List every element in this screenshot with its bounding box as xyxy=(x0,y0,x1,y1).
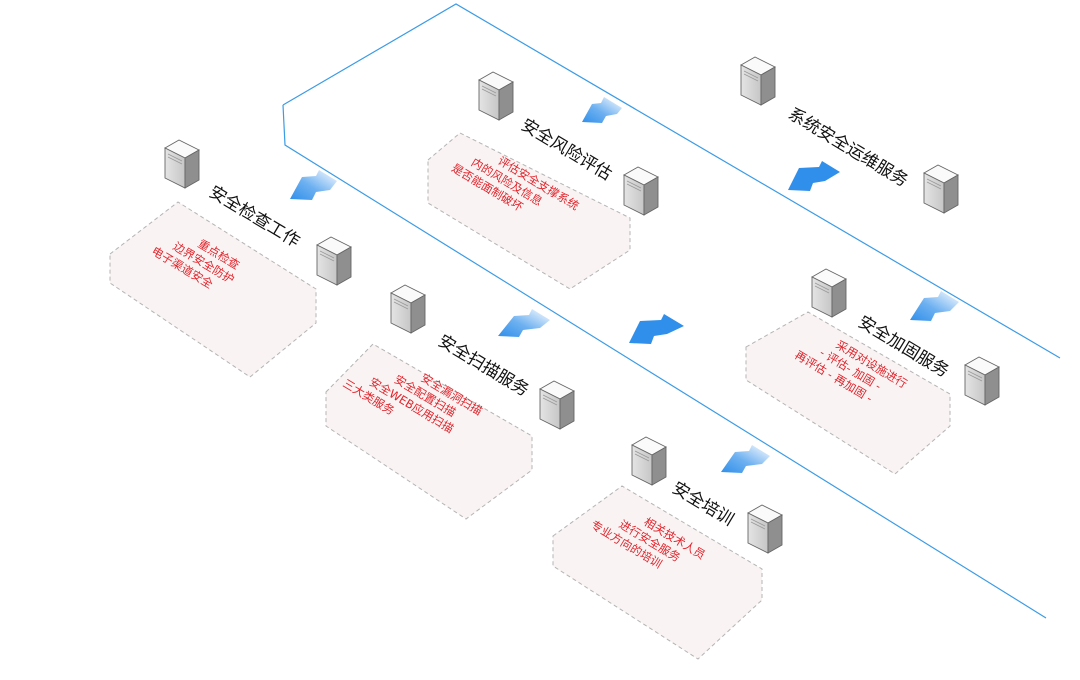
panel-training xyxy=(552,485,763,660)
panel-scan xyxy=(325,343,533,520)
arrow-icon xyxy=(910,291,959,321)
panel-check xyxy=(109,201,317,378)
arrow-icon xyxy=(629,314,684,344)
panel-risk xyxy=(427,132,631,290)
server-icon xyxy=(631,436,667,486)
arrow-icon xyxy=(582,97,622,123)
server-icon xyxy=(390,284,426,334)
panels xyxy=(109,132,951,660)
server-icon xyxy=(923,164,959,214)
arrow-icon xyxy=(498,309,550,337)
server-icon xyxy=(964,356,1000,406)
server-icon xyxy=(740,56,776,106)
server-icon xyxy=(747,504,783,554)
band-top-edge xyxy=(282,3,1061,359)
band-bottom-edge xyxy=(282,104,1047,619)
server-icon xyxy=(811,268,847,318)
arrows xyxy=(290,97,959,473)
arrow-icon xyxy=(290,170,337,200)
arrow-icon xyxy=(721,445,770,473)
titles: 系统安全运维服务 安全风险评估 安全检查工作 安全加固服务 安全扫描服务 安全培… xyxy=(205,104,952,530)
service-band xyxy=(282,3,1061,619)
server-icon xyxy=(316,236,352,286)
server-icon xyxy=(478,71,514,121)
server-icon xyxy=(623,166,659,216)
server-icon xyxy=(164,139,200,189)
panel-harden xyxy=(745,311,951,475)
arrow-icon xyxy=(788,161,840,191)
server-icon xyxy=(539,380,575,430)
